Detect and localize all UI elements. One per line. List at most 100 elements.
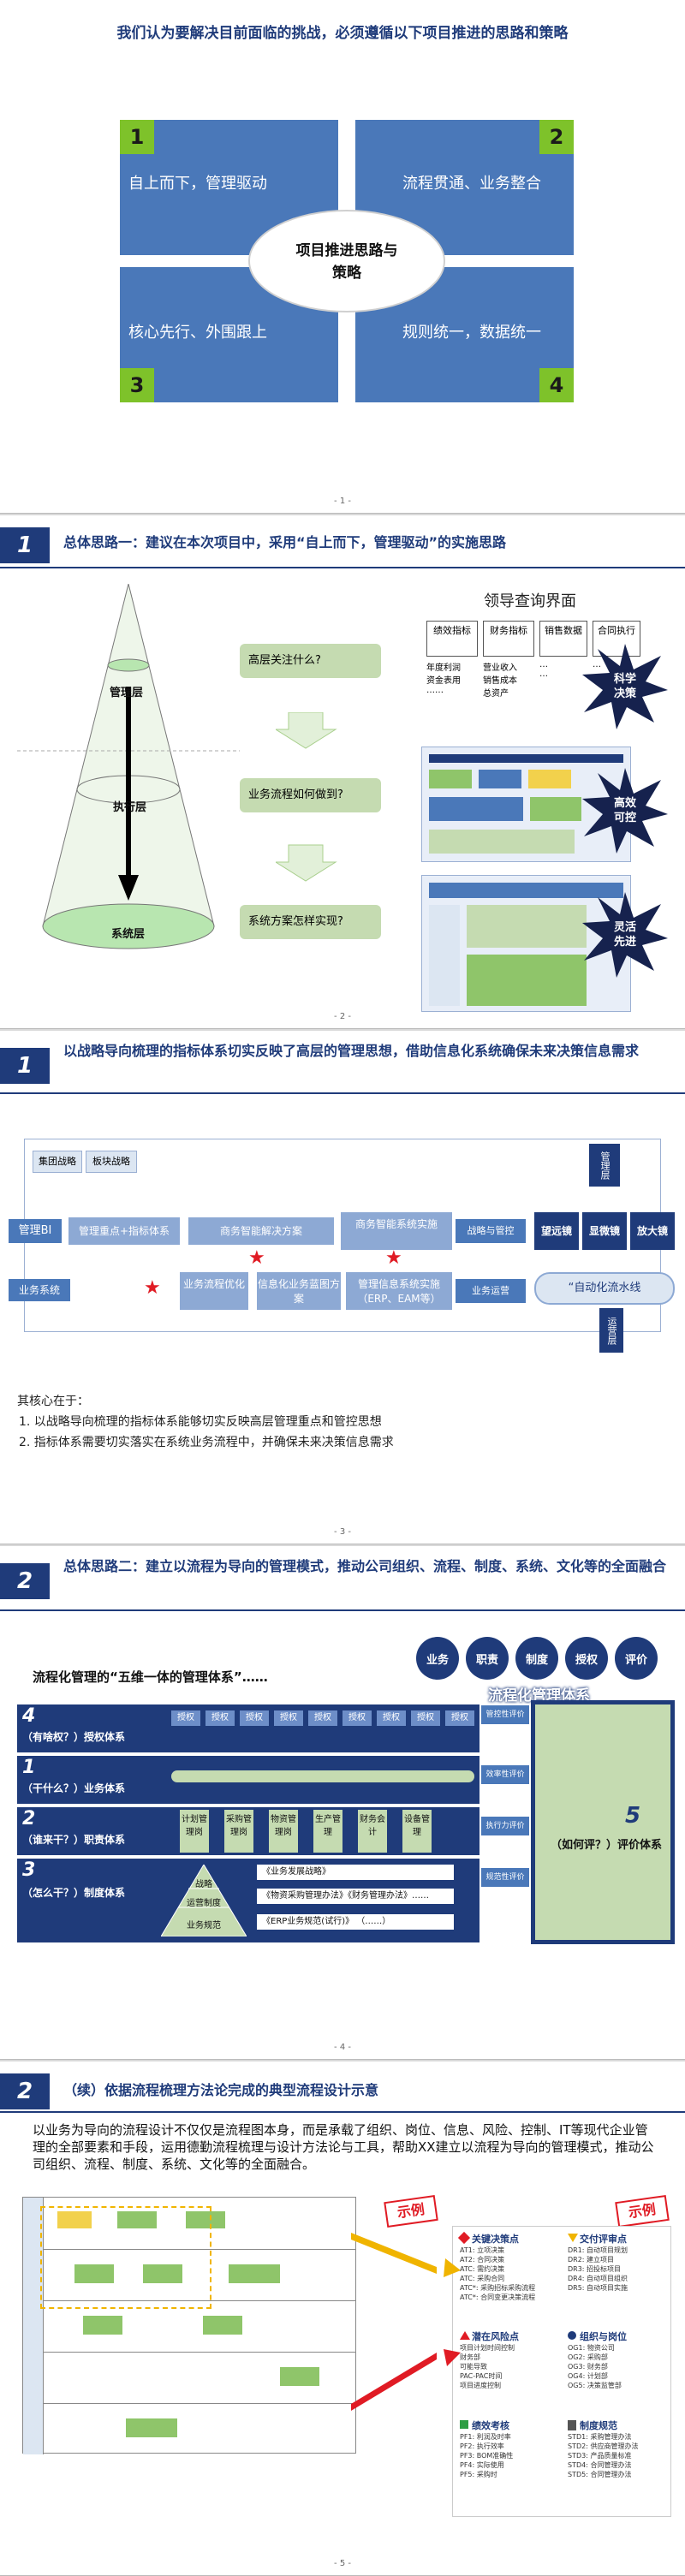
title-bar xyxy=(0,1031,685,1094)
row-num: 1 xyxy=(22,1757,36,1778)
callout-arrows xyxy=(351,2233,461,2411)
section-title: 制度规范 xyxy=(580,2420,617,2431)
mgmt-arrow: 管理层 xyxy=(589,1144,620,1187)
section-line: OG4: 计划部 xyxy=(568,2372,608,2380)
row-tag: 规范性评价 xyxy=(481,1868,529,1887)
section-line: DR1: 自动项目规划 xyxy=(568,2246,628,2254)
post-3: 物资管理岗 xyxy=(269,1810,298,1853)
strategy-diagram: 1 2 3 4 自上而下，管理驱动 流程贯通、业务整合 核心先行、外围跟上 规则… xyxy=(120,120,574,402)
dash-item: … xyxy=(539,660,548,669)
dash-col-head: 绩效指标 xyxy=(426,621,478,657)
eval-label: （如何评？）评价体系 xyxy=(550,1839,662,1852)
core-item-2: 2. 指标体系需要切实落实在系统业务流程中，并确保未来决策信息需求 xyxy=(19,1436,394,1449)
kpi-icon xyxy=(460,2420,468,2429)
section-line: PF1: 利润及时率 xyxy=(460,2433,511,2441)
gear-label: 职责 xyxy=(475,1654,498,1667)
section-line: PF5: 采购时 xyxy=(460,2471,497,2478)
dashboard-title: 领导查询界面 xyxy=(484,592,576,610)
gear-label: 业务 xyxy=(426,1654,449,1667)
section-deliverables: 交付评审点 DR1: 自动项目规划 DR2: 建立项目 DR3: 招投标项目 D… xyxy=(568,2232,669,2293)
row-tag: 管控性评价 xyxy=(481,1705,529,1724)
dash-col-head: 财务指标 xyxy=(483,621,534,657)
quadrant-1-number: 1 xyxy=(120,120,154,154)
info-panel: 关键决策点 AT1: 立项决策 AT2: 合同决策 ATC: 需约决策 ATC:… xyxy=(452,2226,671,2517)
section-line: STD2: 供应商管理办法 xyxy=(568,2442,639,2450)
slide-1: 我们认为要解决目前面临的挑战，必须遵循以下项目推进的思路和策略 1 2 3 4 … xyxy=(0,0,685,514)
section-key-decisions: 关键决策点 AT1: 立项决策 AT2: 合同决策 ATC: 需约决策 ATC:… xyxy=(460,2232,563,2302)
rule-1: 《业务发展战略》 xyxy=(257,1865,454,1880)
pyramid-mid: 运营制度 xyxy=(187,1899,221,1908)
arrow-operations: 业务运营 xyxy=(456,1279,526,1303)
process-flowchart xyxy=(22,2197,356,2454)
auth-chip: 授权 xyxy=(308,1710,337,1726)
post-6: 设备管理 xyxy=(402,1810,432,1853)
gear-5 xyxy=(615,1637,658,1680)
bottom-label-system: 业务系统 xyxy=(9,1279,70,1301)
left-label-bi: 管理BI xyxy=(9,1219,62,1243)
gear-2 xyxy=(466,1637,509,1680)
warning-icon xyxy=(460,2331,470,2340)
row2-box-3: 管理信息系统实施（ERP、EAM等） xyxy=(346,1272,452,1310)
section-line: PF2: 执行效率 xyxy=(460,2442,504,2450)
section-line: PAC-PAC时间 xyxy=(460,2372,503,2380)
layer-manage: 管理层 xyxy=(110,687,144,699)
row-label: （怎么干？）制度体系 xyxy=(22,1887,126,1899)
row2-box-2: 信息化业务蓝图方案 xyxy=(257,1272,341,1310)
dash-item: 年度利润 xyxy=(426,663,461,673)
section-line: 项目进度控制 xyxy=(460,2382,501,2389)
section-line: AT2: 合同决策 xyxy=(460,2256,505,2264)
arrow-strategy: 战略与管控 xyxy=(456,1219,526,1243)
row-tag: 效率性评价 xyxy=(481,1765,529,1784)
pyramid-top: 战略 xyxy=(195,1880,212,1889)
section-risks: 潜在风险点 项目计划时间控制 财务部 可能导致 PAC-PAC时间 项目进度控制 xyxy=(460,2329,563,2390)
down-arrows xyxy=(276,712,337,882)
quadrant-3-number: 3 xyxy=(120,368,154,402)
section-line: OG3: 财务部 xyxy=(568,2363,608,2371)
eval-num: 5 xyxy=(625,1803,641,1829)
auth-chip: 授权 xyxy=(274,1710,303,1726)
section-line: STD4: 合同管理办法 xyxy=(568,2461,632,2469)
quadrant-2-number: 2 xyxy=(539,120,574,154)
triangle-icon xyxy=(568,2234,578,2242)
tag-group-strategy: 集团战略 xyxy=(33,1151,82,1173)
section-line: DR4: 自动项目组织 xyxy=(568,2275,628,2282)
gear-label: 授权 xyxy=(575,1654,598,1667)
row-label: （干什么？）业务体系 xyxy=(22,1782,126,1794)
dashboard: 绩效指标 年度利润 资金表用 …… 财务指标 营业收入 销售成本 总资产 销售数… xyxy=(426,614,649,725)
star-burst-2 xyxy=(582,768,668,854)
question-1: 高层关注什么? xyxy=(240,644,381,678)
section-line: OG1: 物资公司 xyxy=(568,2344,615,2352)
slide-2: 1 总体思路一：建议在本次项目中，采用“自上而下，管理驱动”的实施思路 管理层 … xyxy=(0,515,685,1029)
title-bar xyxy=(0,1546,685,1611)
star-marker: ★ xyxy=(248,1247,265,1269)
page-number: - 4 - xyxy=(334,2043,351,2052)
row-num: 3 xyxy=(22,1859,36,1881)
rule-3: 《ERP业务规范(试行)》 （……） xyxy=(257,1914,454,1930)
row2-box-1: 业务流程优化 xyxy=(180,1272,248,1310)
eval-panel xyxy=(531,1700,675,1944)
section-line: ATC*: 合同变更决策流程 xyxy=(460,2293,536,2301)
page-number: - 5 - xyxy=(334,2559,351,2568)
auth-chip: 授权 xyxy=(206,1710,235,1726)
section-kpi: 绩效考核 PF1: 利润及时率 PF2: 执行效率 PF3: BOM准确性 PF… xyxy=(460,2418,563,2479)
core-title: 其核心在于： xyxy=(17,1395,89,1408)
dash-item: …… xyxy=(426,686,444,695)
section-line: 可能导致 xyxy=(460,2363,487,2371)
auth-chip: 授权 xyxy=(377,1710,406,1726)
section-line: OG5: 决策监管部 xyxy=(568,2382,622,2389)
title-bar xyxy=(0,515,685,568)
document-icon xyxy=(568,2420,576,2430)
quadrant-2-text: 流程贯通、业务整合 xyxy=(402,175,541,193)
quadrant-1-text: 自上而下，管理驱动 xyxy=(128,175,267,193)
gear-3 xyxy=(515,1637,558,1680)
dash-item: … xyxy=(539,669,548,679)
section-number: 1 xyxy=(0,527,50,563)
slide-title: 我们认为要解决目前面临的挑战，必须遵循以下项目推进的思路和策略 xyxy=(116,25,569,42)
gear-label: 制度 xyxy=(525,1654,548,1667)
star-label-2: 高效可控 xyxy=(613,797,636,824)
row1-box-3: 商务智能系统实施 xyxy=(341,1212,452,1250)
cone-diagram xyxy=(17,584,240,949)
row1-box-2: 商务智能解决方案 xyxy=(188,1217,334,1245)
dash-item: … xyxy=(593,660,601,669)
intro-paragraph: 以业务为导向的流程设计不仅仅是流程图本身，而是承载了组织、岗位、信息、风险、控制… xyxy=(33,2122,654,2172)
